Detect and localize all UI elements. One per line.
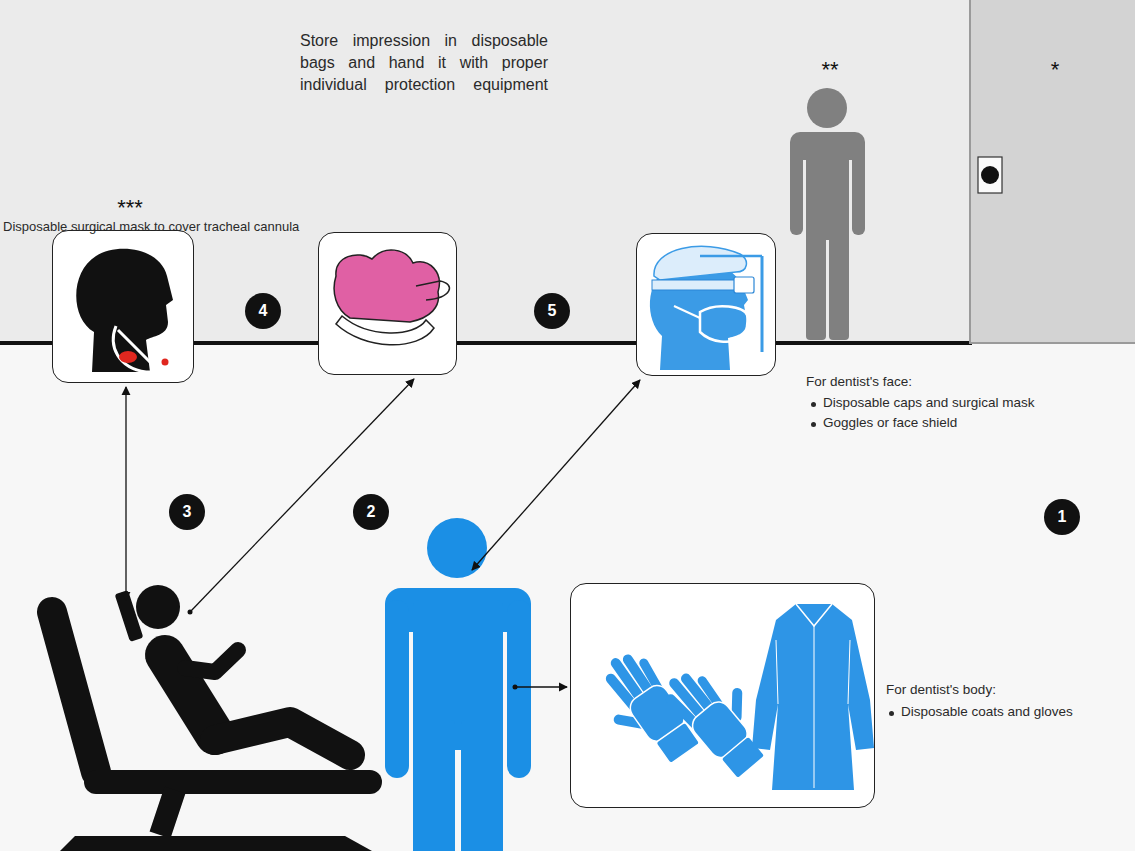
chair-seat	[96, 770, 370, 794]
shield-band	[700, 255, 762, 258]
mask-loop	[674, 306, 700, 318]
gloves-icon	[591, 648, 780, 781]
callout-number: 4	[259, 301, 268, 320]
illustration-panel: For dentist's body:Disposable coats and …	[570, 583, 875, 808]
tracheal-icon	[76, 249, 173, 372]
person-arm	[790, 140, 803, 235]
disposable-gown	[752, 604, 874, 790]
dentist-leg	[413, 720, 455, 851]
callout-circle: 2	[353, 494, 389, 530]
glove-palm	[626, 681, 689, 746]
glove-finger	[685, 679, 711, 710]
door-plate	[978, 157, 1002, 193]
gown-seam	[848, 640, 850, 704]
person-arm	[852, 140, 865, 235]
leader-arrow	[190, 379, 414, 612]
tray-handle	[416, 281, 449, 300]
waiting-person	[790, 88, 865, 340]
glove-cuff	[721, 736, 765, 779]
bullet-item: Goggles or face shield	[823, 415, 957, 431]
dental-impression	[334, 250, 439, 322]
glove-thumb	[619, 709, 644, 734]
callout-number: 5	[548, 301, 557, 320]
tracheal-cannula	[118, 330, 166, 362]
disposable-cap	[654, 246, 746, 280]
chair-backrest	[52, 612, 96, 772]
illustration-panel: Store impression in disposable bags and …	[318, 232, 457, 375]
glove-finger	[641, 663, 662, 691]
goggles-strap	[652, 280, 742, 290]
impression-icon	[334, 250, 449, 345]
leader-dot	[188, 610, 193, 615]
callout-circle: 3	[169, 494, 205, 530]
impression-tray	[336, 316, 434, 345]
glove	[662, 656, 780, 781]
gown-icon	[752, 604, 874, 790]
gown-seam	[776, 640, 778, 704]
glove-thumb	[725, 693, 749, 717]
callout-number: 3	[183, 502, 192, 521]
dentist-arm	[385, 600, 409, 778]
head-profile	[650, 261, 748, 370]
dentist-leg	[461, 720, 503, 851]
bullet-item: Disposable caps and surgical mask	[823, 395, 1035, 411]
patient-figure	[136, 585, 350, 755]
panel-caption: Disposable surgical mask to cover trache…	[3, 219, 299, 235]
glove-finger	[674, 683, 702, 717]
callout-number: 1	[1058, 507, 1067, 526]
panel-heading: For dentist's body:	[886, 682, 996, 698]
illustration-panel: Disposable surgical mask to cover trache…	[52, 230, 194, 383]
dentist-arm	[507, 600, 531, 778]
asterisk-mark: ***	[117, 195, 143, 221]
glove	[591, 648, 702, 774]
illustration-panel: For dentist's face:Disposable caps and s…	[636, 233, 776, 376]
dental-chair	[52, 589, 372, 851]
cannula-mask	[119, 351, 137, 363]
gown-collar	[796, 604, 832, 626]
face-protection-icon	[650, 246, 762, 370]
dentist-head	[427, 518, 487, 578]
leader-arrow	[515, 686, 567, 687]
leader-arrow	[125, 387, 126, 600]
bullet-item: Disposable coats and gloves	[901, 704, 1073, 720]
glove-finger	[616, 663, 641, 699]
patient-head	[136, 585, 180, 629]
glove-cuff	[656, 722, 700, 764]
person-leg	[829, 225, 849, 340]
surgical-mask	[700, 306, 748, 342]
glove-finger	[627, 659, 651, 692]
glove-finger	[611, 677, 634, 708]
asterisk-mark: **	[821, 57, 838, 83]
dentist-figure	[385, 518, 531, 851]
patient-legs	[215, 722, 350, 755]
glove-palm	[688, 697, 752, 762]
callout-number: 2	[367, 502, 376, 521]
gown-seam	[814, 626, 815, 788]
callout-circle: 1	[1044, 499, 1080, 535]
asterisk-mark: *	[1051, 57, 1060, 83]
chair-base	[60, 836, 372, 851]
patient-arm	[185, 650, 238, 672]
door	[970, 0, 1135, 343]
callout-circle: 4	[245, 293, 281, 329]
panel-caption: Store impression in disposable bags and …	[300, 30, 548, 96]
cannula-mask	[162, 359, 169, 366]
person-leg	[806, 225, 826, 340]
goggles-lens	[734, 277, 754, 293]
callout-circle: 5	[534, 293, 570, 329]
leader-arrow	[472, 380, 640, 570]
head-profile	[76, 249, 173, 372]
glove-finger	[700, 681, 723, 707]
chair-column	[160, 790, 175, 835]
face-shield	[761, 256, 764, 352]
glove-finger	[671, 697, 696, 727]
leader-dot	[513, 685, 518, 690]
tracheal-cannula	[113, 326, 166, 372]
door-knob	[981, 166, 999, 184]
panel-heading: For dentist's face:	[806, 374, 912, 390]
person-head	[807, 88, 847, 128]
